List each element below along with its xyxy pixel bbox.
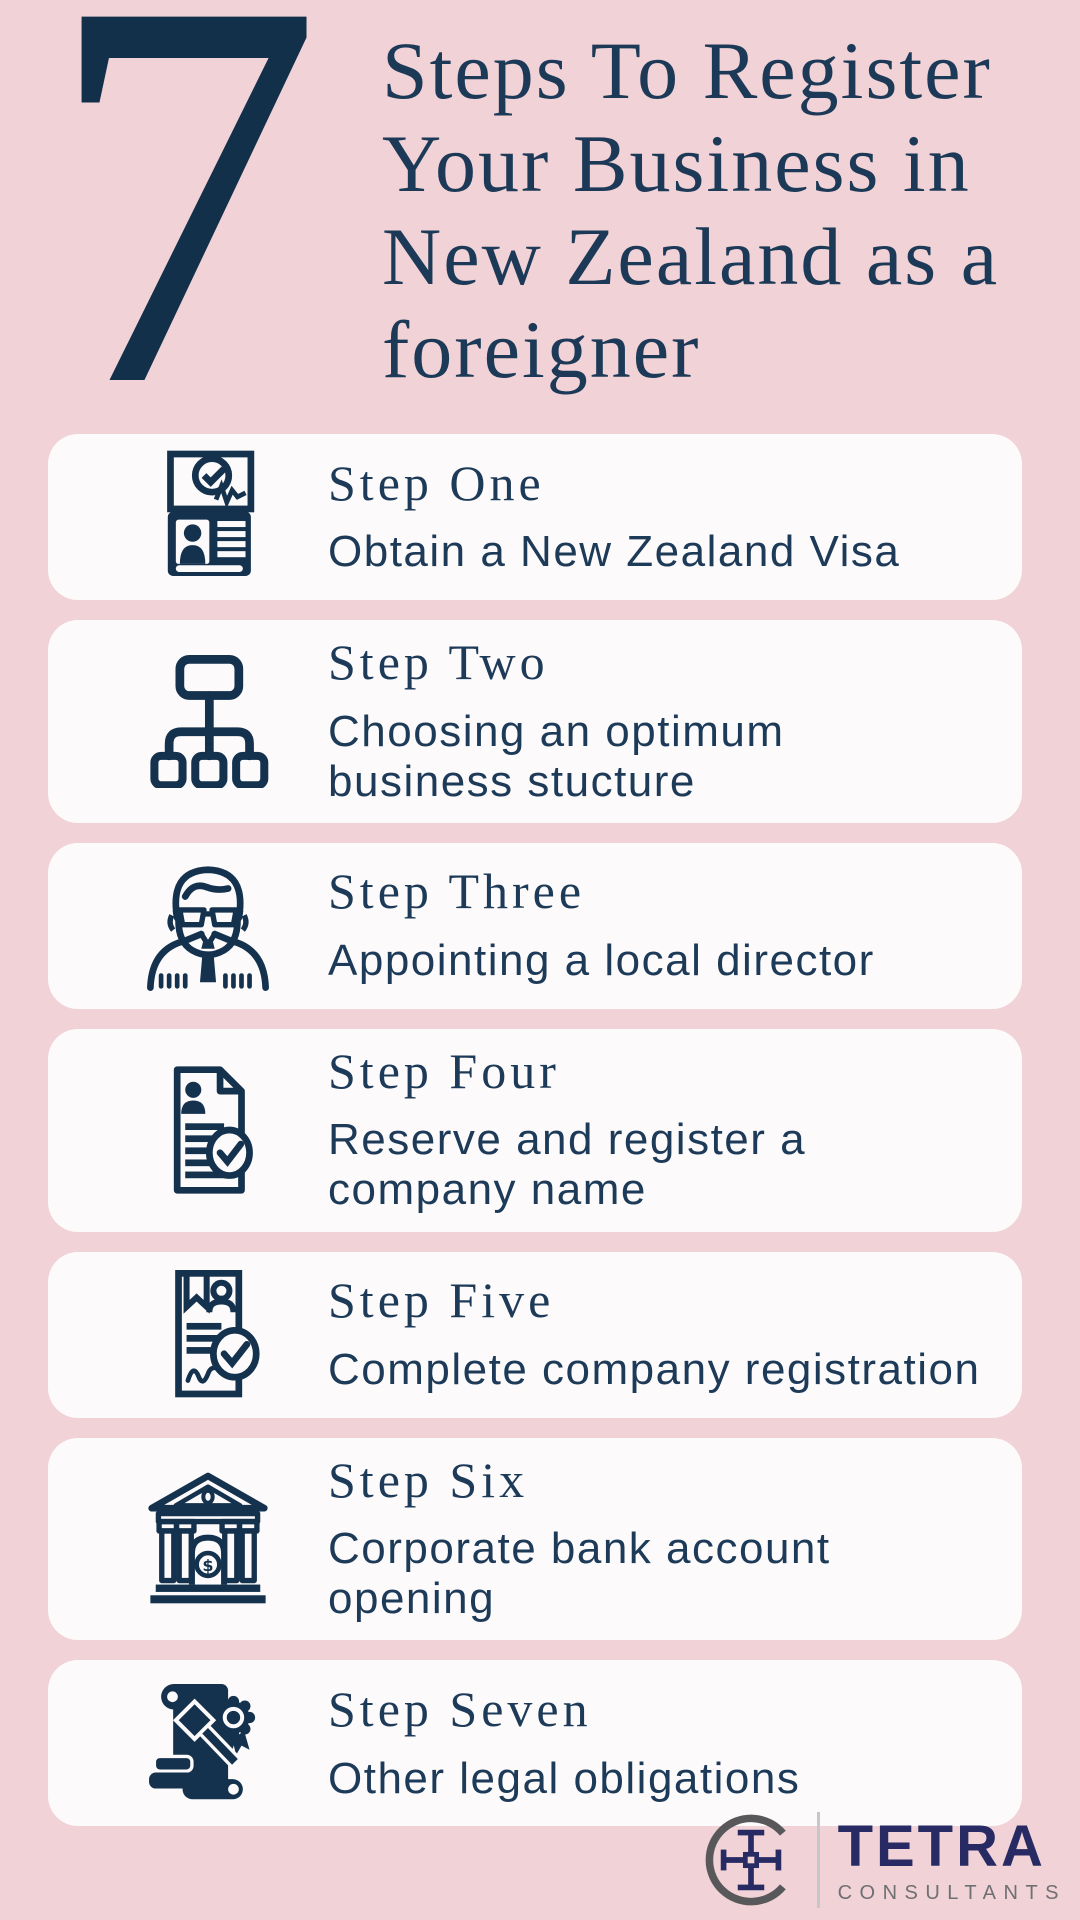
step-card-4: Step Four Reserve and register a company… xyxy=(48,1028,1022,1232)
step-7-title: Step Seven xyxy=(328,1681,592,1738)
step-4-description: Reserve and register a company name xyxy=(328,1115,807,1215)
title-line-4: foreigner xyxy=(382,304,701,395)
step-5-icon-box xyxy=(128,1268,288,1402)
step-4-icon-box xyxy=(128,1063,288,1197)
step-1-icon-box xyxy=(128,450,288,584)
title-line-3: New Zealand as a xyxy=(382,211,1000,302)
step-card-7: Step Seven Other legal obligations xyxy=(48,1660,1022,1827)
step-4-title: Step Four xyxy=(328,1042,560,1099)
step-5-title: Step Five xyxy=(328,1272,555,1329)
step-2-text: Step Two Choosing an optimum business st… xyxy=(328,636,968,807)
step-card-3: Step Three Appointing a local director xyxy=(48,842,1022,1009)
step-3-description: Appointing a local director xyxy=(328,935,875,985)
certificate-check-icon xyxy=(175,1269,260,1397)
legal-gavel-icon xyxy=(149,1684,256,1800)
title-line-1: Steps To Register xyxy=(382,25,992,116)
document-check-icon xyxy=(173,1066,253,1194)
step-1-text: Step One Obtain a New Zealand Visa xyxy=(328,457,900,578)
title-line-2: Your Business in xyxy=(382,118,971,209)
step-card-6: $ Step Six Corporate bank account openin… xyxy=(48,1437,1022,1641)
step-6-description: Corporate bank account opening xyxy=(328,1524,831,1624)
step-1-description: Obtain a New Zealand Visa xyxy=(328,527,901,577)
step-3-icon-box xyxy=(128,859,288,993)
big-number-7: 7 xyxy=(45,0,323,501)
bank-building-icon: $ xyxy=(148,1472,268,1604)
step-3-title: Step Three xyxy=(328,863,586,920)
step-7-icon-box xyxy=(128,1676,288,1810)
tetra-compass-icon xyxy=(705,1814,786,1906)
step-2-icon-box xyxy=(128,654,288,789)
step-card-2: Step Two Choosing an optimum business st… xyxy=(48,620,1022,823)
step-1-title: Step One xyxy=(328,454,545,511)
tetra-logo-mark xyxy=(699,1808,803,1912)
step-2-title: Step Two xyxy=(328,634,549,690)
step-6-text: Step Six Corporate bank account opening xyxy=(328,1454,888,1625)
step-3-text: Step Three Appointing a local director xyxy=(328,865,875,986)
logo-divider xyxy=(816,1812,820,1908)
step-5-description: Complete company registration xyxy=(328,1344,981,1394)
step-6-icon-box: $ xyxy=(128,1472,288,1606)
footer-logo: TETRA CONSULTANTS xyxy=(699,1808,1066,1912)
step-card-5: Step Five Complete company registration xyxy=(48,1251,1022,1418)
step-7-text: Step Seven Other legal obligations xyxy=(328,1683,800,1804)
brand-text: TETRA CONSULTANTS xyxy=(837,1813,1066,1904)
svg-text:$: $ xyxy=(202,1556,213,1575)
step-7-description: Other legal obligations xyxy=(328,1753,801,1803)
visa-passport-icon xyxy=(167,450,255,576)
step-5-text: Step Five Complete company registration xyxy=(328,1274,980,1395)
page-title: Steps To Register Your Business in New Z… xyxy=(382,24,999,396)
step-6-title: Step Six xyxy=(328,1451,529,1508)
director-person-icon xyxy=(147,866,269,991)
step-4-text: Step Four Reserve and register a company… xyxy=(328,1045,998,1216)
steps-list: Step One Obtain a New Zealand Visa xyxy=(48,434,1022,1827)
step-card-1: Step One Obtain a New Zealand Visa xyxy=(48,434,1022,600)
brand-subtitle: CONSULTANTS xyxy=(837,1881,1066,1904)
brand-name: TETRA xyxy=(837,1813,1046,1879)
org-chart-icon xyxy=(150,655,269,789)
step-2-description: Choosing an optimum business stucture xyxy=(328,706,785,806)
